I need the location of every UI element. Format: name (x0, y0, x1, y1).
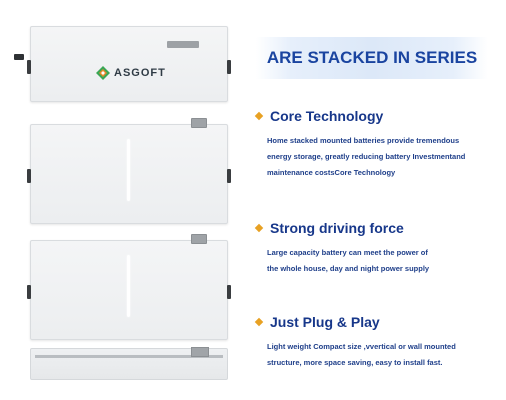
brand-name: ASGOFT (114, 67, 166, 79)
feature-line: maintenance costsCore Technology (267, 168, 396, 177)
feature-title: Core Technology (270, 108, 384, 124)
feature-description: Large capacity battery can meet the powe… (267, 245, 504, 277)
feature-line: structure, more space saving, easy to in… (267, 358, 443, 367)
base-rail (35, 355, 223, 358)
battery-control-unit: ASGOFT (27, 26, 231, 102)
battery-terminal (191, 347, 209, 357)
brand-logo: ASGOFT (95, 65, 166, 81)
led-strip (127, 255, 130, 317)
feature-line: energy storage, greatly reducing battery… (267, 152, 466, 161)
diamond-bullet-icon (254, 317, 264, 327)
power-plug-icon (14, 54, 24, 60)
side-handle (227, 285, 231, 300)
battery-module (27, 118, 231, 224)
feature-strong-driving-force: Strong driving force Large capacity batt… (254, 218, 504, 277)
feature-line: Home stacked mounted batteries provide t… (267, 136, 460, 145)
side-handle (227, 60, 231, 75)
feature-description: Light weight Compact size ,vvertical or … (267, 339, 504, 371)
feature-plug-and-play: Just Plug & Play Light weight Compact si… (254, 312, 504, 371)
battery-terminal (191, 118, 207, 128)
diamond-bullet-icon (254, 111, 264, 121)
feature-title: Strong driving force (270, 220, 404, 236)
headline-banner: ARE STACKED IN SERIES (256, 37, 488, 79)
side-handle (27, 169, 31, 184)
headline-text: ARE STACKED IN SERIES (266, 48, 478, 67)
side-handle (227, 169, 231, 184)
battery-base (30, 347, 228, 380)
feature-description: Home stacked mounted batteries provide t… (267, 133, 504, 181)
feature-panel: ARE STACKED IN SERIES Core Technology Ho… (250, 0, 506, 400)
feature-core-technology: Core Technology Home stacked mounted bat… (254, 106, 504, 181)
led-strip (127, 139, 130, 201)
feature-line: Light weight Compact size ,vvertical or … (267, 342, 456, 351)
side-handle (27, 285, 31, 300)
side-handle (27, 60, 31, 75)
brand-logo-icon (96, 66, 110, 80)
battery-stack-image: ASGOFT (0, 0, 240, 400)
feature-line: Large capacity battery can meet the powe… (267, 248, 428, 257)
feature-line: the whole house, day and night power sup… (267, 264, 430, 273)
display-panel (167, 41, 199, 48)
battery-module (27, 234, 231, 340)
feature-title: Just Plug & Play (270, 314, 380, 330)
diamond-bullet-icon (254, 223, 264, 233)
battery-terminal (191, 234, 207, 244)
